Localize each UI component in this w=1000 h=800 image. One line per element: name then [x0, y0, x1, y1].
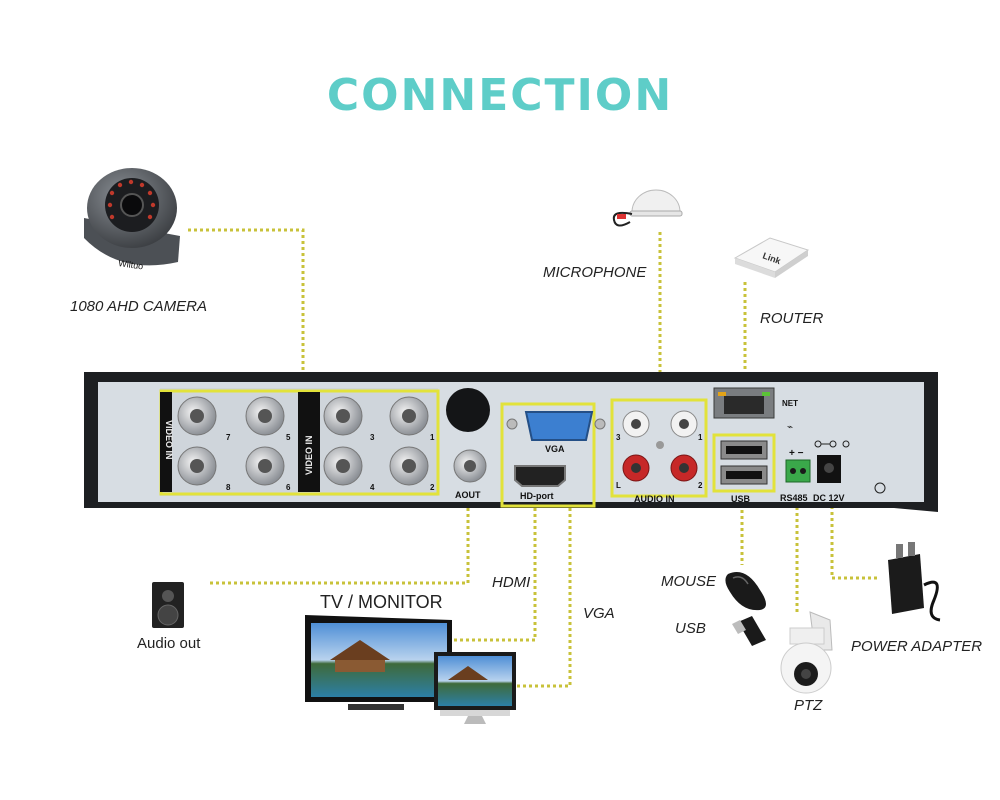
- fan-grille: [446, 388, 490, 432]
- usb-highlight-box: [712, 433, 776, 493]
- router-icon: Link: [733, 237, 810, 278]
- rs485-polarity: + −: [789, 448, 804, 459]
- audio-in-label: AUDIO IN: [634, 494, 675, 504]
- hd-port-label: HD-port: [520, 491, 554, 501]
- camera-label: 1080 AHD CAMERA: [70, 298, 207, 315]
- audio-in-highlight-box: [610, 398, 708, 498]
- polarity-symbol-icon: [814, 440, 850, 448]
- video-out-highlight-box: [500, 402, 596, 508]
- power-adapter-icon: [888, 542, 941, 622]
- video-in-label: VIDEO IN: [304, 435, 314, 475]
- vga-port-label: VGA: [545, 444, 565, 454]
- bnc-connector-2: [389, 446, 429, 486]
- bnc-connector-3: [323, 396, 363, 436]
- hdmi-port: [514, 465, 566, 487]
- dvr-rear-panel: VIDEO IN VIDEO IN 7 5 8 6 3 1 4 2 AOUT: [84, 372, 938, 512]
- dc12v-label: DC 12V: [813, 493, 845, 503]
- bnc-connector-5: [245, 396, 285, 436]
- ptz-camera-icon: [780, 611, 833, 694]
- audio-out-label: Audio out: [137, 635, 201, 652]
- vga-label: VGA: [583, 605, 615, 622]
- rs485-terminal: [785, 459, 811, 483]
- aout-label: AOUT: [455, 490, 481, 500]
- dome-camera-icon: Wiltuo: [84, 168, 180, 271]
- bnc-number-7: 7: [226, 433, 231, 442]
- wifi-symbol-icon: ⌁: [787, 422, 793, 433]
- bnc-number-6: 6: [286, 483, 291, 492]
- hdmi-connector: [450, 508, 537, 642]
- ground-screw-icon: [874, 482, 886, 494]
- audio-number-1: 1: [698, 433, 703, 442]
- bnc-number-1: 1: [430, 433, 435, 442]
- hdmi-label: HDMI: [492, 574, 531, 591]
- camera-brand: Wiltuo: [118, 258, 144, 271]
- microphone-icon: [612, 189, 683, 227]
- video-in-label-mirrored: VIDEO IN: [164, 420, 174, 460]
- audio-number-2: 2: [698, 481, 703, 490]
- bnc-connector-7: [177, 396, 217, 436]
- speaker-icon: [152, 582, 184, 628]
- tv-monitor-label: TV / MONITOR: [320, 592, 443, 612]
- bnc-number-4: 4: [370, 483, 375, 492]
- bnc-connector-8: [177, 446, 217, 486]
- bnc-number-8: 8: [226, 483, 231, 492]
- bnc-connector-6: [245, 446, 285, 486]
- microphone-label: MICROPHONE: [543, 264, 647, 281]
- router-label: ROUTER: [760, 310, 824, 327]
- bnc-connectors: [177, 396, 429, 486]
- audio-out-connector: [210, 500, 470, 585]
- camera-connector: [188, 228, 305, 390]
- usb-label: USB: [675, 620, 706, 637]
- mouse-icon: [725, 572, 766, 611]
- rs485-label: RS485: [780, 493, 808, 503]
- bnc-connector-1: [389, 396, 429, 436]
- power-adapter-label: POWER ADAPTER: [851, 638, 983, 655]
- bnc-connector-4: [323, 446, 363, 486]
- bnc-number-5: 5: [286, 433, 291, 442]
- audio-number-l: L: [616, 481, 621, 490]
- ptz-label: PTZ: [794, 697, 823, 714]
- audio-number-3: 3: [616, 433, 621, 442]
- mouse-label: MOUSE: [661, 573, 717, 590]
- vga-port: [524, 411, 594, 441]
- bnc-number-2: 2: [430, 483, 435, 492]
- rca-jacks: [622, 410, 698, 482]
- bnc-number-3: 3: [370, 433, 375, 442]
- net-label: NET: [782, 399, 798, 408]
- tv-monitor-icon: [305, 615, 516, 724]
- page-title: CONNECTION: [326, 70, 674, 121]
- usb-stick-icon: [732, 616, 766, 646]
- power-connector: [830, 500, 880, 580]
- usb-port-label: USB: [731, 494, 751, 504]
